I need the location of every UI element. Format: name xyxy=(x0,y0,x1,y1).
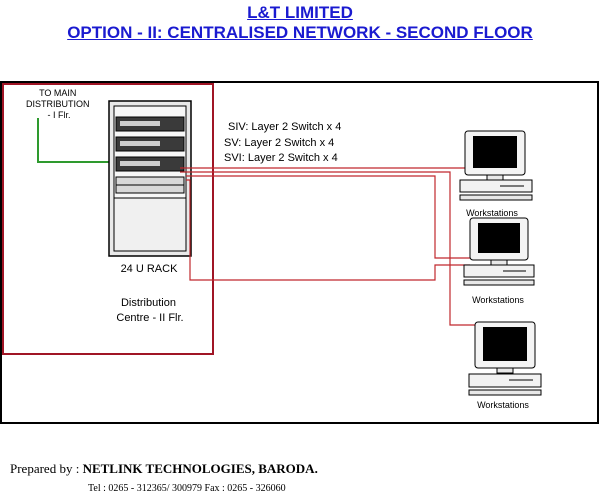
distribution-centre-label: Distribution Centre - II Flr. xyxy=(116,297,183,324)
prepared-by-label: Prepared by : xyxy=(10,461,80,476)
contact-info: Tel : 0265 - 312365/ 300979 Fax : 0265 -… xyxy=(88,483,286,494)
workstation-2 xyxy=(463,217,535,286)
cable-to-workstation-2b xyxy=(186,179,470,281)
switch-label-svi: SVI: Layer 2 Switch x 4 xyxy=(224,152,338,164)
rack-label: 24 U RACK xyxy=(121,263,179,275)
workstation-3 xyxy=(468,321,542,396)
switch-label-siv: SIV: Layer 2 Switch x 4 xyxy=(228,121,341,133)
workstation-label-2: Workstations xyxy=(472,295,524,305)
cpu-icon xyxy=(468,373,542,388)
keyboard-icon xyxy=(459,194,533,201)
company-name: NETLINK TECHNOLOGIES, BARODA. xyxy=(82,461,318,476)
switch-label-sv: SV: Layer 2 Switch x 4 xyxy=(224,137,334,149)
page-subtitle: OPTION - II: CENTRALISED NETWORK - SECON… xyxy=(67,23,533,42)
cable-to-workstation-2 xyxy=(186,175,470,259)
keyboard-icon xyxy=(468,389,542,396)
page-title: L&T LIMITED xyxy=(247,3,353,22)
floor-boundary xyxy=(0,81,599,424)
cable-to-workstation-3 xyxy=(180,171,480,326)
workstation-1 xyxy=(459,130,533,201)
network-cables xyxy=(180,167,480,326)
rack-24u xyxy=(108,100,192,257)
main-distribution-label: TO MAIN DISTRIBUTION - I Flr. xyxy=(26,88,92,120)
uplink-cable xyxy=(37,118,118,163)
distribution-centre-boundary xyxy=(2,83,214,355)
cpu-icon xyxy=(459,179,533,193)
keyboard-icon xyxy=(463,279,535,286)
workstation-label-1: Workstations xyxy=(466,208,518,218)
prepared-by: Prepared by : NETLINK TECHNOLOGIES, BARO… xyxy=(10,461,318,477)
cpu-icon xyxy=(463,264,535,278)
workstation-label-3: Workstations xyxy=(477,400,529,410)
